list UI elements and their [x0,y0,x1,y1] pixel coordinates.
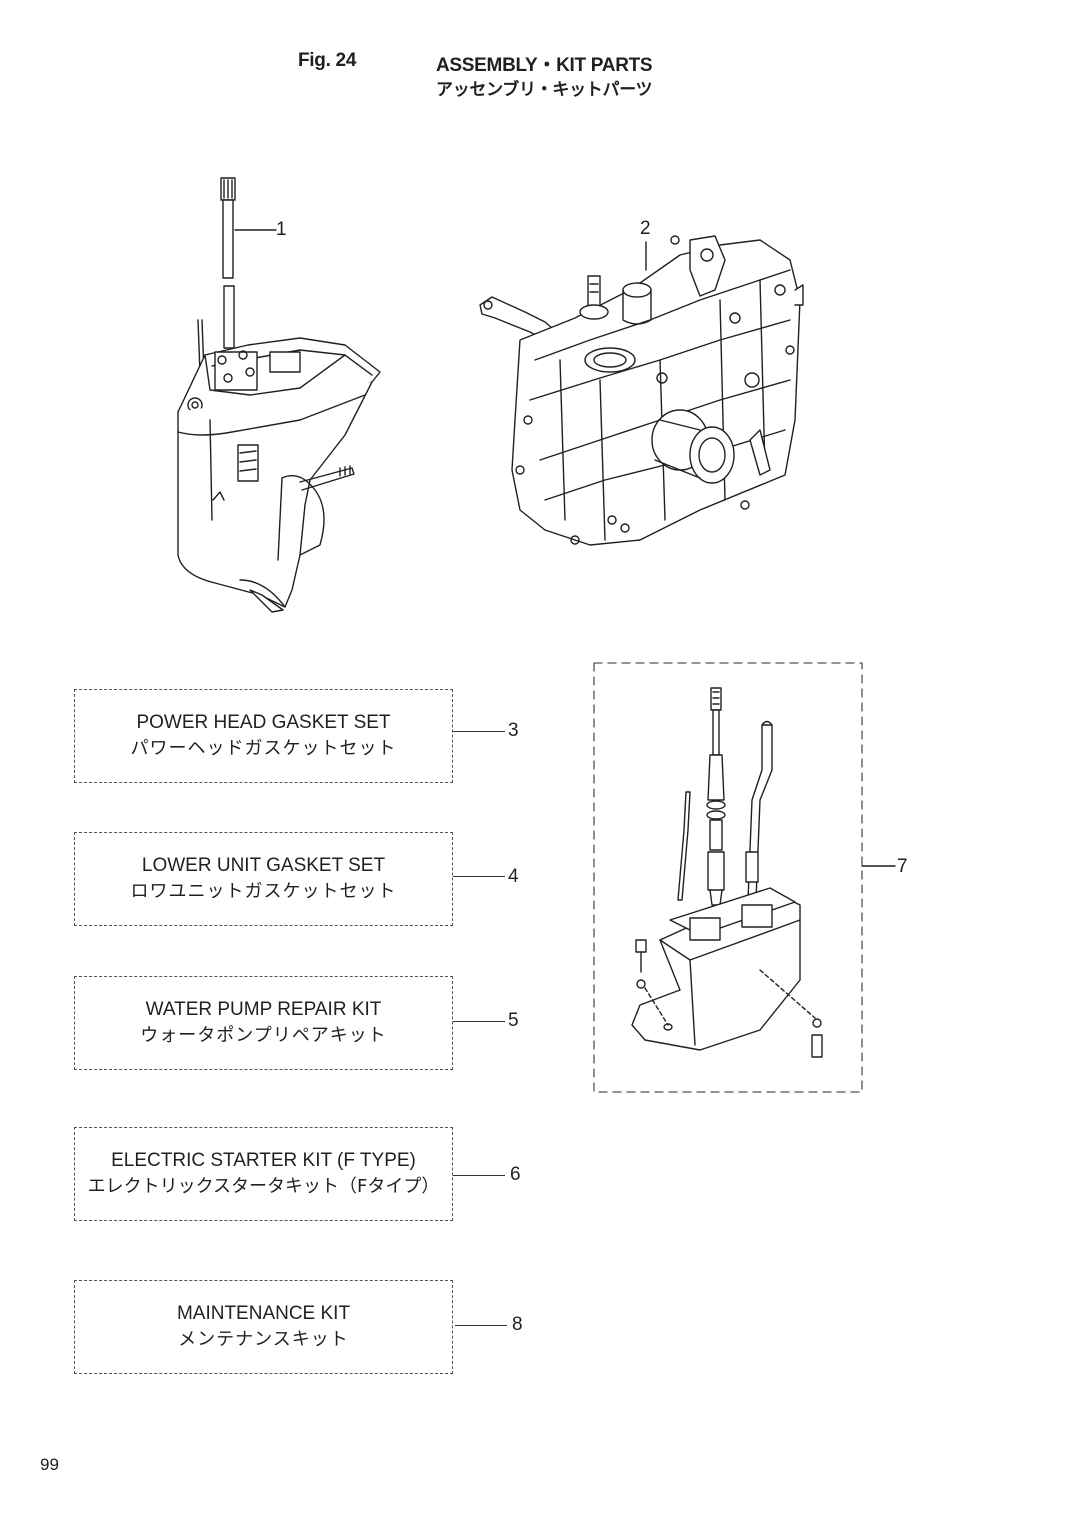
kit-number: 5 [508,1010,519,1031]
kit-name-japanese: ウォータポンプリペアキット [140,1025,387,1046]
callout-number-2: 2 [640,218,651,239]
kit-name: LOWER UNIT GASKET SET [141,855,386,876]
drive-shaft-housing-illustration [631,687,823,1058]
callout-number-1: 1 [276,219,287,240]
kit-name-japanese: エレクトリックスタータキット（Fタイプ） [87,1176,440,1197]
callout-number-7: 7 [897,856,908,877]
kit-box-water-pump-repair-kit: WATER PUMP REPAIR KIT ウォータポンプリペアキット [74,976,453,1070]
kit-number: 4 [508,866,519,887]
leader-line [453,1175,505,1176]
kit-box-electric-starter-kit: ELECTRIC STARTER KIT (F TYPE) エレクトリックスター… [74,1127,453,1221]
kit-name-japanese: パワーヘッドガスケットセット [130,738,397,759]
kit-box-power-head-gasket-set: POWER HEAD GASKET SET パワーヘッドガスケットセット [74,689,453,783]
kit-number: 6 [510,1164,521,1185]
kit-number: 3 [508,720,519,741]
leader-line [455,1325,507,1326]
gear-case-kit-box [593,662,863,1093]
kit-box-maintenance-kit: MAINTENANCE KIT メンテナンスキット [74,1280,453,1374]
kit-name: WATER PUMP REPAIR KIT [145,999,382,1020]
kit-name-japanese: メンテナンスキット [178,1329,349,1350]
kit-name: MAINTENANCE KIT [176,1303,351,1324]
leader-line [453,876,505,877]
lower-unit-illustration [177,177,381,613]
page-number: 99 [40,1455,59,1474]
leader-line [453,731,505,732]
page-title: ASSEMBLY・KIT PARTS [436,55,653,76]
power-head-illustration [479,235,804,546]
figure-label: Fig. 24 [298,50,357,71]
kit-box-lower-unit-gasket-set: LOWER UNIT GASKET SET ロワユニットガスケットセット [74,832,453,926]
kit-number: 8 [512,1314,523,1335]
kit-name: ELECTRIC STARTER KIT (F TYPE) [111,1150,416,1171]
leader-line [453,1021,505,1022]
page-title-japanese: アッセンブリ・キットパーツ [436,80,653,100]
kit-name: POWER HEAD GASKET SET [136,712,391,733]
kit-name-japanese: ロワユニットガスケットセット [130,881,397,902]
